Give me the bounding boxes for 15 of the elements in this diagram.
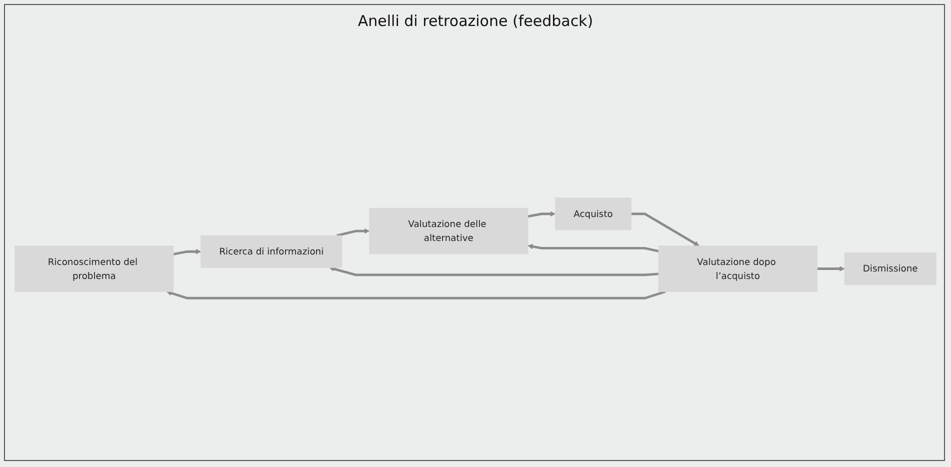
arrow (166, 290, 666, 299)
node-box: Dismissione (844, 252, 936, 285)
arrow (631, 212, 700, 246)
arrow (817, 266, 845, 271)
node-box: Valutazione delle alternative (369, 207, 528, 254)
node-box: Ricerca di informazioni (200, 234, 342, 268)
node-box: Riconoscimento del problema (14, 245, 174, 292)
node-box: Valutazione dopo l’acquisto (658, 245, 818, 292)
arrow (528, 210, 556, 218)
node-box: Acquisto (555, 197, 632, 230)
diagram-title: Anelli di retroazione (feedback) (358, 12, 594, 30)
arrow (336, 228, 370, 236)
arrow (329, 266, 659, 276)
arrow (528, 243, 659, 252)
arrow (173, 248, 202, 255)
